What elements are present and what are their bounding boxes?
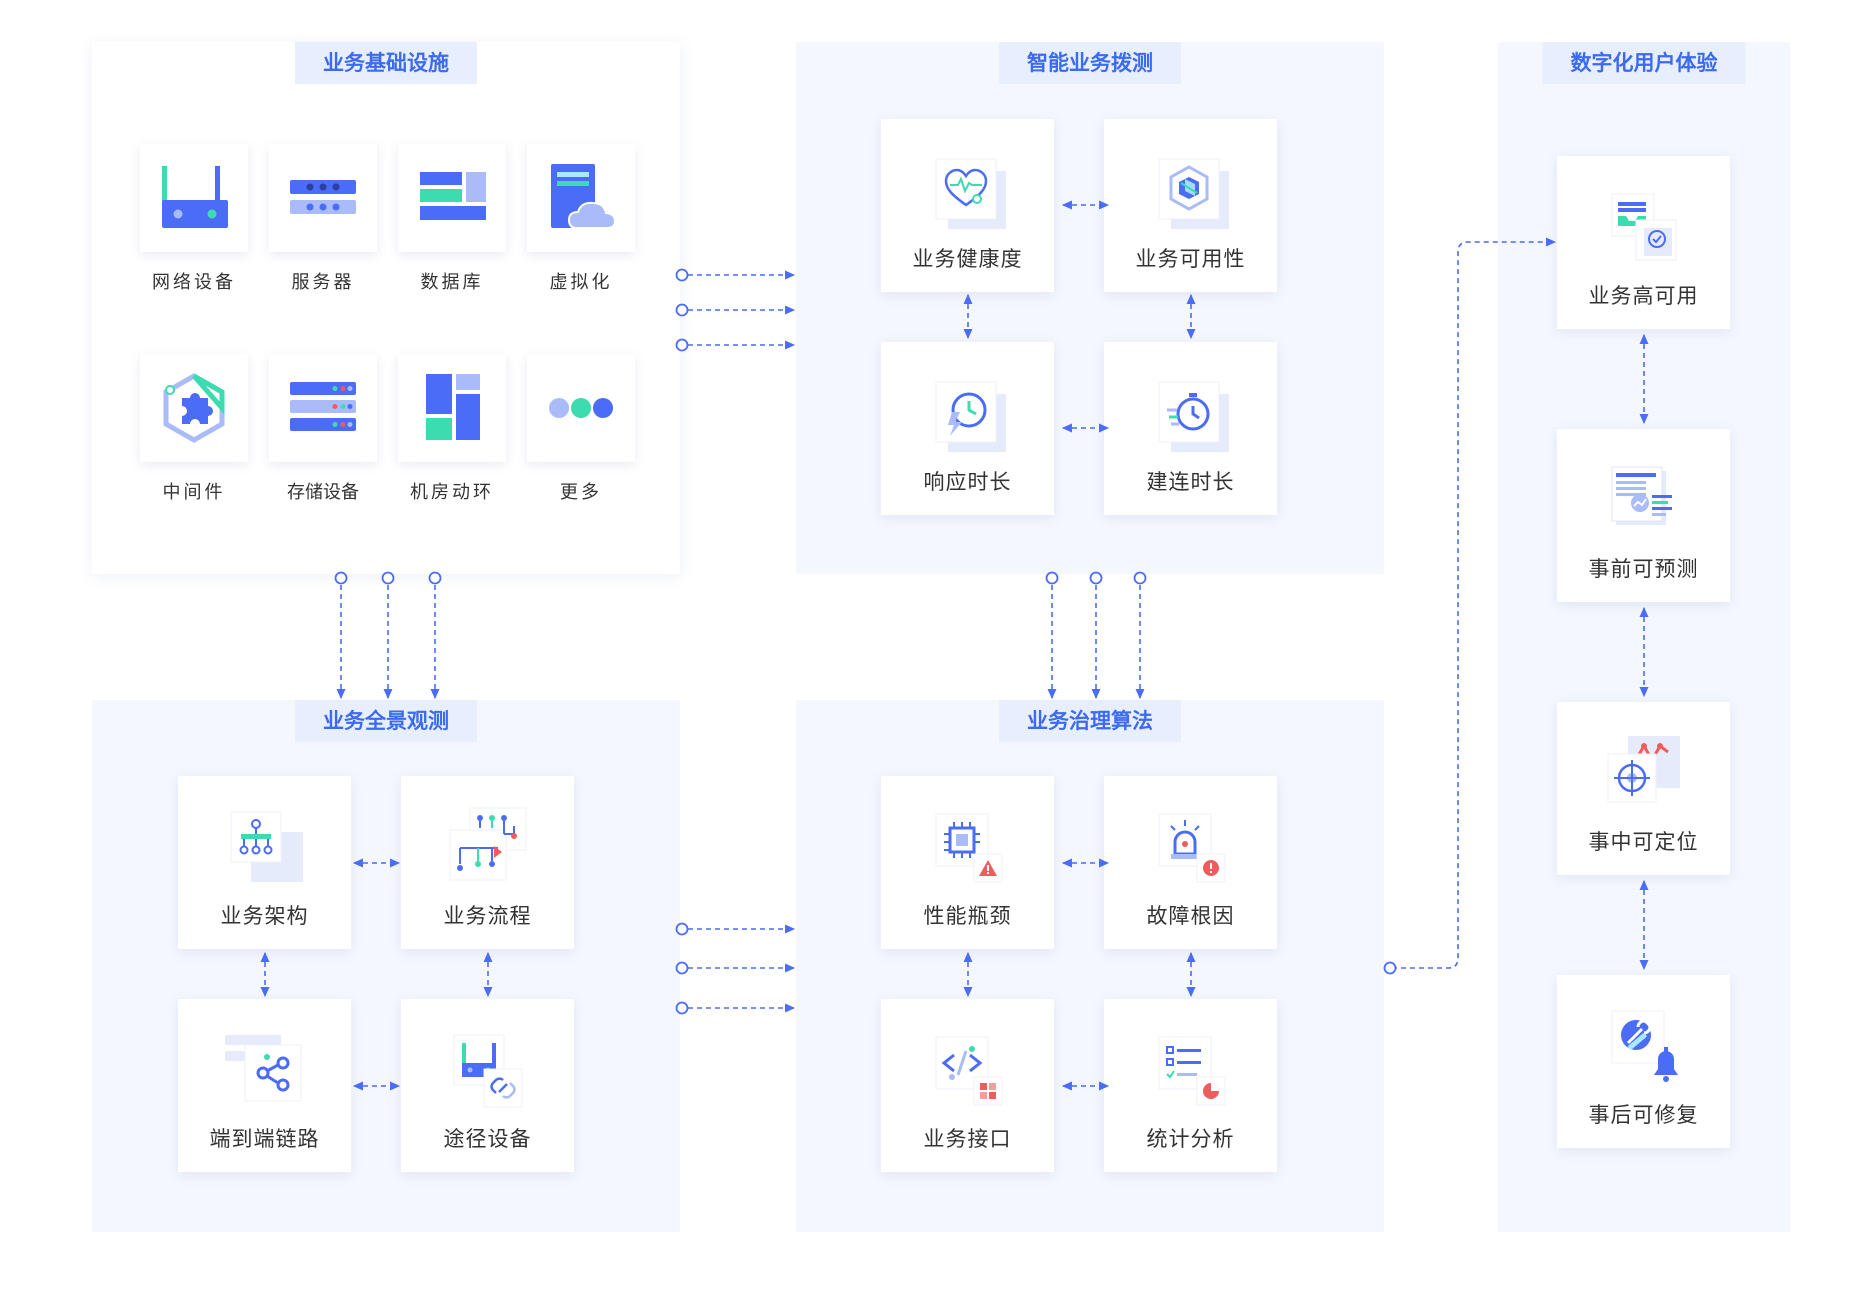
connector-panorama-to-governance: [688, 924, 796, 1013]
label-middleware: 中间件: [162, 482, 226, 503]
alarm-light-icon: [1158, 813, 1225, 883]
connector-infra-to-panorama: [336, 585, 440, 700]
panel-title-probe: 智能业务拨测: [999, 42, 1181, 84]
label-database: 数据库: [420, 272, 484, 293]
tile-storage: [269, 354, 377, 462]
device-link-icon: [453, 1034, 522, 1108]
card-statistical-analysis: 统计分析: [1104, 999, 1277, 1172]
clock-bolt-icon: [935, 381, 1006, 452]
label-repairable: 事后可修复: [1588, 1103, 1699, 1127]
card-response-time: 响应时长: [881, 342, 1054, 515]
flow-tree-icon: [449, 807, 526, 881]
storage-icon: [290, 382, 356, 431]
tile-server: [269, 144, 377, 252]
label-business-process: 业务流程: [443, 904, 532, 928]
card-locatable: 事中可定位: [1557, 702, 1730, 875]
more-dots-icon: [549, 398, 613, 418]
card-predictable: 事前可预测: [1557, 429, 1730, 602]
label-predictable: 事前可预测: [1588, 557, 1699, 581]
card-fault-root-cause: 故障根因: [1104, 776, 1277, 949]
label-business-health: 业务健康度: [912, 247, 1023, 271]
label-storage: 存储设备: [287, 482, 359, 503]
label-response-time: 响应时长: [923, 470, 1012, 494]
card-business-interface: 业务接口: [881, 999, 1054, 1172]
card-business-health: 业务健康度: [881, 119, 1054, 292]
tile-middleware: [140, 354, 248, 462]
label-connect-time: 建连时长: [1146, 470, 1235, 494]
stopwatch-icon: [1158, 381, 1229, 452]
heart-pulse-icon: [935, 158, 1006, 229]
label-business-interface: 业务接口: [923, 1127, 1012, 1151]
label-high-availability: 业务高可用: [1588, 284, 1699, 308]
tile-database: [398, 144, 506, 252]
connector-probe-to-governance: [1047, 585, 1145, 700]
label-more: 更多: [560, 482, 602, 503]
card-path-device: 途径设备: [401, 999, 574, 1172]
label-path-device: 途径设备: [443, 1127, 532, 1151]
cube-icon: [1158, 158, 1229, 229]
chip-warning-icon: [935, 813, 1002, 883]
label-business-architecture: 业务架构: [220, 904, 309, 928]
tile-more: [527, 354, 635, 462]
label-performance-bottleneck: 性能瓶颈: [923, 904, 1012, 928]
api-code-icon: [935, 1036, 1002, 1106]
label-network-device: 网络设备: [152, 272, 236, 293]
database-icon: [420, 172, 486, 220]
card-high-availability: 业务高可用: [1557, 156, 1730, 329]
label-business-availability: 业务可用性: [1135, 247, 1246, 271]
label-virtualization: 虚拟化: [549, 272, 613, 293]
tile-network-device: [140, 144, 248, 252]
inbox-check-icon: [1611, 193, 1676, 261]
org-chart-icon: [230, 811, 303, 882]
tile-virtualization: [527, 144, 635, 252]
card-business-availability: 业务可用性: [1104, 119, 1277, 292]
forecast-chart-icon: [1611, 466, 1672, 525]
server-icon: [290, 180, 356, 214]
panel-title-digital-experience: 数字化用户体验: [1542, 42, 1746, 84]
card-connect-time: 建连时长: [1104, 342, 1277, 515]
tile-datacenter: [398, 354, 506, 462]
label-fault-root-cause: 故障根因: [1146, 904, 1235, 928]
card-end-to-end-link: 端到端链路: [178, 999, 351, 1172]
label-server: 服务器: [291, 272, 355, 293]
label-locatable: 事中可定位: [1588, 830, 1699, 854]
wrench-bell-icon: [1611, 1010, 1678, 1082]
datacenter-icon: [426, 374, 480, 440]
router-icon: [162, 166, 228, 228]
card-repairable: 事后可修复: [1557, 975, 1730, 1148]
cloud-server-icon: [551, 164, 617, 229]
label-datacenter: 机房动环: [410, 482, 494, 503]
share-nodes-icon: [224, 1035, 301, 1102]
panel-title-panorama: 业务全景观测: [295, 700, 477, 742]
card-performance-bottleneck: 性能瓶颈: [881, 776, 1054, 949]
list-chart-icon: [1158, 1036, 1225, 1106]
label-end-to-end-link: 端到端链路: [209, 1127, 320, 1151]
target-trend-icon: [1607, 736, 1680, 803]
panel-digital-experience: 数字化用户体验 业务高可用: [1498, 42, 1790, 1232]
label-statistical-analysis: 统计分析: [1146, 1127, 1235, 1151]
puzzle-icon: [163, 373, 225, 443]
card-business-process: 业务流程: [401, 776, 574, 949]
panel-title-infrastructure: 业务基础设施: [295, 42, 477, 84]
connector-infra-to-probe: [688, 270, 796, 350]
panel-governance: 业务治理算法 性能瓶颈: [796, 700, 1384, 1232]
panel-infrastructure: 业务基础设施 网络设备 服务器: [92, 42, 680, 574]
panel-probe: 智能业务拨测 业务健康度 业务可用性: [796, 42, 1384, 574]
panel-panorama: 业务全景观测 业务架构: [92, 700, 680, 1232]
card-business-architecture: 业务架构: [178, 776, 351, 949]
panel-title-governance: 业务治理算法: [999, 700, 1181, 742]
